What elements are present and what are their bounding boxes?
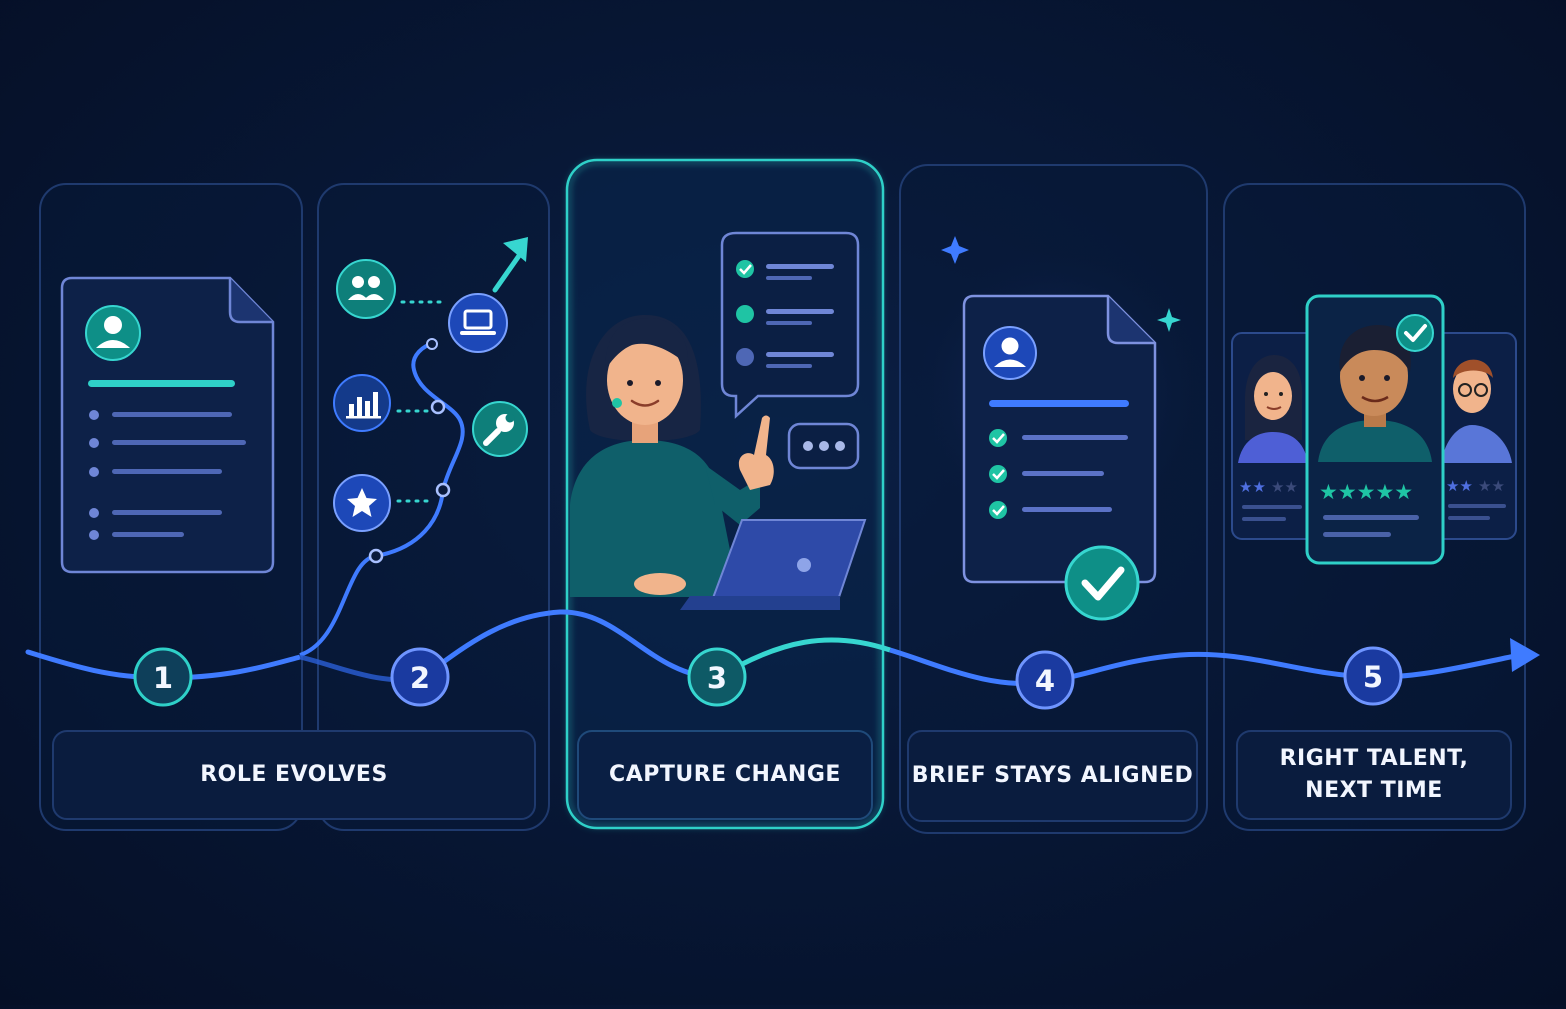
aligned-brief-document-icon	[962, 294, 1157, 584]
woman-illustration	[570, 315, 867, 610]
step-label-5-line-1: RIGHT TALENT,	[1279, 746, 1469, 771]
candidate-card-left: ★★ ★★	[1231, 332, 1317, 540]
candidate-card-right: ★★ ★★	[1433, 332, 1517, 540]
candidate-card-center: ★★★★★	[1305, 294, 1445, 565]
bar-chart-icon	[333, 374, 391, 432]
svg-text:★★: ★★	[1271, 478, 1298, 496]
star-icon	[333, 474, 391, 532]
step-number-5: 5	[1363, 660, 1383, 694]
step-number-3: 3	[707, 661, 727, 695]
step-node-3: 3	[687, 647, 747, 707]
svg-text:★★: ★★	[1446, 477, 1473, 495]
step-node-1: 1	[133, 647, 193, 707]
step-label-1: ROLE EVOLVES	[200, 762, 388, 787]
growth-arrow-icon	[492, 237, 528, 293]
svg-text:★★: ★★	[1239, 478, 1266, 496]
step-label-5-line-2: NEXT TIME	[1305, 778, 1443, 803]
rating-right: ★★ ★★	[1446, 477, 1505, 495]
evolution-path	[299, 300, 465, 657]
selected-check-icon	[1396, 314, 1434, 352]
step-node-2: 2	[390, 647, 450, 707]
checkmark-icon	[1064, 545, 1140, 621]
sparkle-icon	[941, 236, 1181, 332]
label-box-1	[52, 730, 536, 820]
wrench-icon	[472, 401, 528, 457]
laptop-icon	[448, 293, 508, 353]
svg-text:★★: ★★	[1478, 477, 1505, 495]
typing-dots-icon	[787, 422, 860, 470]
step-number-4: 4	[1035, 664, 1055, 698]
step-number-1: 1	[153, 661, 173, 695]
step-label-3: CAPTURE CHANGE	[609, 762, 841, 787]
label-box-5	[1236, 730, 1512, 820]
step-label-5: RIGHT TALENT, NEXT TIME	[1237, 731, 1511, 819]
team-icon	[336, 259, 396, 319]
svg-text:★★★★★: ★★★★★	[1319, 480, 1413, 504]
label-box-4	[907, 730, 1198, 822]
rating-left: ★★ ★★	[1239, 478, 1298, 496]
step-label-4: BRIEF STAYS ALIGNED	[911, 763, 1194, 788]
step-node-4: 4	[1015, 650, 1075, 710]
label-box-3	[577, 730, 873, 820]
checklist-bubble-icon	[720, 231, 860, 419]
document-icon	[60, 276, 275, 574]
step-node-5: 5	[1343, 646, 1403, 706]
rating-center: ★★★★★	[1319, 480, 1413, 504]
step-number-2: 2	[410, 661, 430, 695]
